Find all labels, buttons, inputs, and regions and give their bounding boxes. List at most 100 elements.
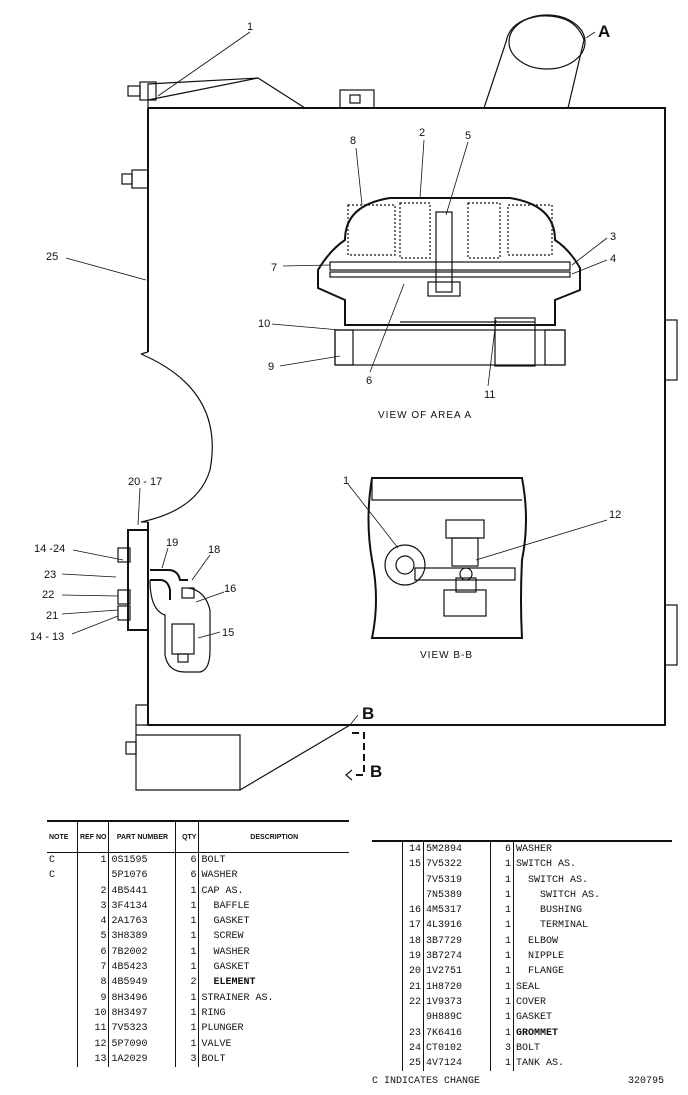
callout-1-top: 1	[247, 21, 253, 33]
qty-cell: 2	[175, 975, 200, 991]
note-cell	[372, 964, 403, 980]
callout-14-24: 14 -24	[34, 543, 65, 555]
filler-neck	[483, 15, 585, 109]
header-part-number: PART NUMBER	[108, 821, 177, 853]
part-number-cell: 7K6416	[423, 1025, 491, 1041]
note-cell	[47, 1005, 78, 1022]
callout-23: 23	[44, 569, 56, 581]
ref-cell: 13	[77, 1051, 110, 1068]
qty-cell: 1	[490, 979, 514, 995]
side-bolt	[131, 169, 149, 189]
ref-cell	[402, 872, 424, 888]
description-cell: PLUNGER	[201, 1023, 244, 1035]
qty-cell: 1	[490, 1056, 514, 1072]
qty-cell: 3	[490, 1040, 514, 1057]
qty-cell: 1	[175, 1036, 200, 1052]
part-number-cell: 3B7729	[423, 933, 491, 950]
callout-1-view: 1	[343, 475, 349, 487]
header-ref-no: REF NO	[77, 821, 110, 853]
qty-cell: 1	[490, 994, 514, 1011]
ref-cell: 19	[402, 949, 424, 965]
part-number-cell: 1V2751	[423, 964, 491, 980]
description-cell: GASKET	[201, 916, 250, 928]
qty-cell: 1	[490, 964, 514, 980]
description-cell: VALVE	[201, 1038, 232, 1050]
qty-cell: 1	[175, 883, 200, 899]
section-arrow-b	[352, 732, 365, 776]
part-number-cell: 2A1763	[108, 914, 177, 930]
part-number-cell: 5P7090	[108, 1036, 177, 1052]
ref-cell: 23	[402, 1025, 424, 1041]
callout-2: 2	[419, 127, 425, 139]
description-cell: RING	[201, 1007, 226, 1019]
note-cell	[47, 975, 78, 991]
view-of-area-a	[317, 197, 581, 367]
view-b-b	[367, 477, 527, 639]
note-cell	[372, 887, 403, 904]
part-number-cell: 7V5323	[108, 1021, 177, 1037]
callout-14-13: 14 - 13	[30, 631, 64, 643]
ref-cell: 8	[77, 975, 110, 991]
note-cell	[47, 960, 78, 976]
note-cell	[372, 1010, 403, 1026]
ref-cell: 3	[77, 898, 110, 915]
top-bracket	[339, 89, 375, 109]
parts-table-left: NOTE REF NO PART NUMBER QTY DESCRIPTION …	[47, 820, 349, 1068]
ref-cell: 9	[77, 990, 110, 1006]
note-cell	[372, 903, 403, 919]
description-cell: WASHER	[201, 870, 238, 882]
note-cell	[372, 979, 403, 995]
ref-cell: 7	[77, 960, 110, 976]
callout-5: 5	[465, 130, 471, 142]
callout-20-17: 20 - 17	[128, 476, 162, 488]
part-number-cell: 4M5317	[423, 903, 491, 919]
part-number-cell: 5M2894	[423, 841, 491, 858]
part-number-cell: 1H8720	[423, 979, 491, 995]
ref-cell	[77, 868, 110, 884]
description-cell: ELEMENT	[201, 977, 256, 989]
qty-cell: 6	[175, 868, 200, 884]
note-cell	[372, 1056, 403, 1072]
part-number-cell: 4V7124	[423, 1056, 491, 1072]
part-number-cell: 7V5319	[423, 872, 491, 888]
note-cell: C	[47, 852, 78, 869]
part-number-cell: 3B7274	[423, 949, 491, 965]
description-cell: TERMINAL	[516, 920, 589, 932]
note-cell	[372, 994, 403, 1011]
note-cell	[47, 898, 78, 915]
description-cell: COVER	[516, 996, 547, 1008]
part-number-cell: CT0102	[423, 1040, 491, 1057]
ref-cell: 24	[402, 1040, 424, 1057]
callout-19: 19	[166, 537, 178, 549]
qty-cell: 1	[175, 960, 200, 976]
part-number-cell: 1V9373	[423, 994, 491, 1011]
switch-assembly	[117, 529, 211, 673]
note-cell	[372, 841, 403, 858]
part-number-cell: 4B5441	[108, 883, 177, 899]
note-cell	[372, 1040, 403, 1057]
qty-cell: 1	[175, 929, 200, 945]
description-cell: BUSHING	[516, 905, 583, 917]
qty-cell: 1	[490, 1010, 514, 1026]
callout-21: 21	[46, 610, 58, 622]
ref-cell: 17	[402, 918, 424, 934]
description-cell: TANK AS.	[516, 1058, 565, 1070]
callout-15: 15	[222, 627, 234, 639]
description-cell: CAP AS.	[201, 885, 244, 897]
qty-cell: 1	[175, 914, 200, 930]
